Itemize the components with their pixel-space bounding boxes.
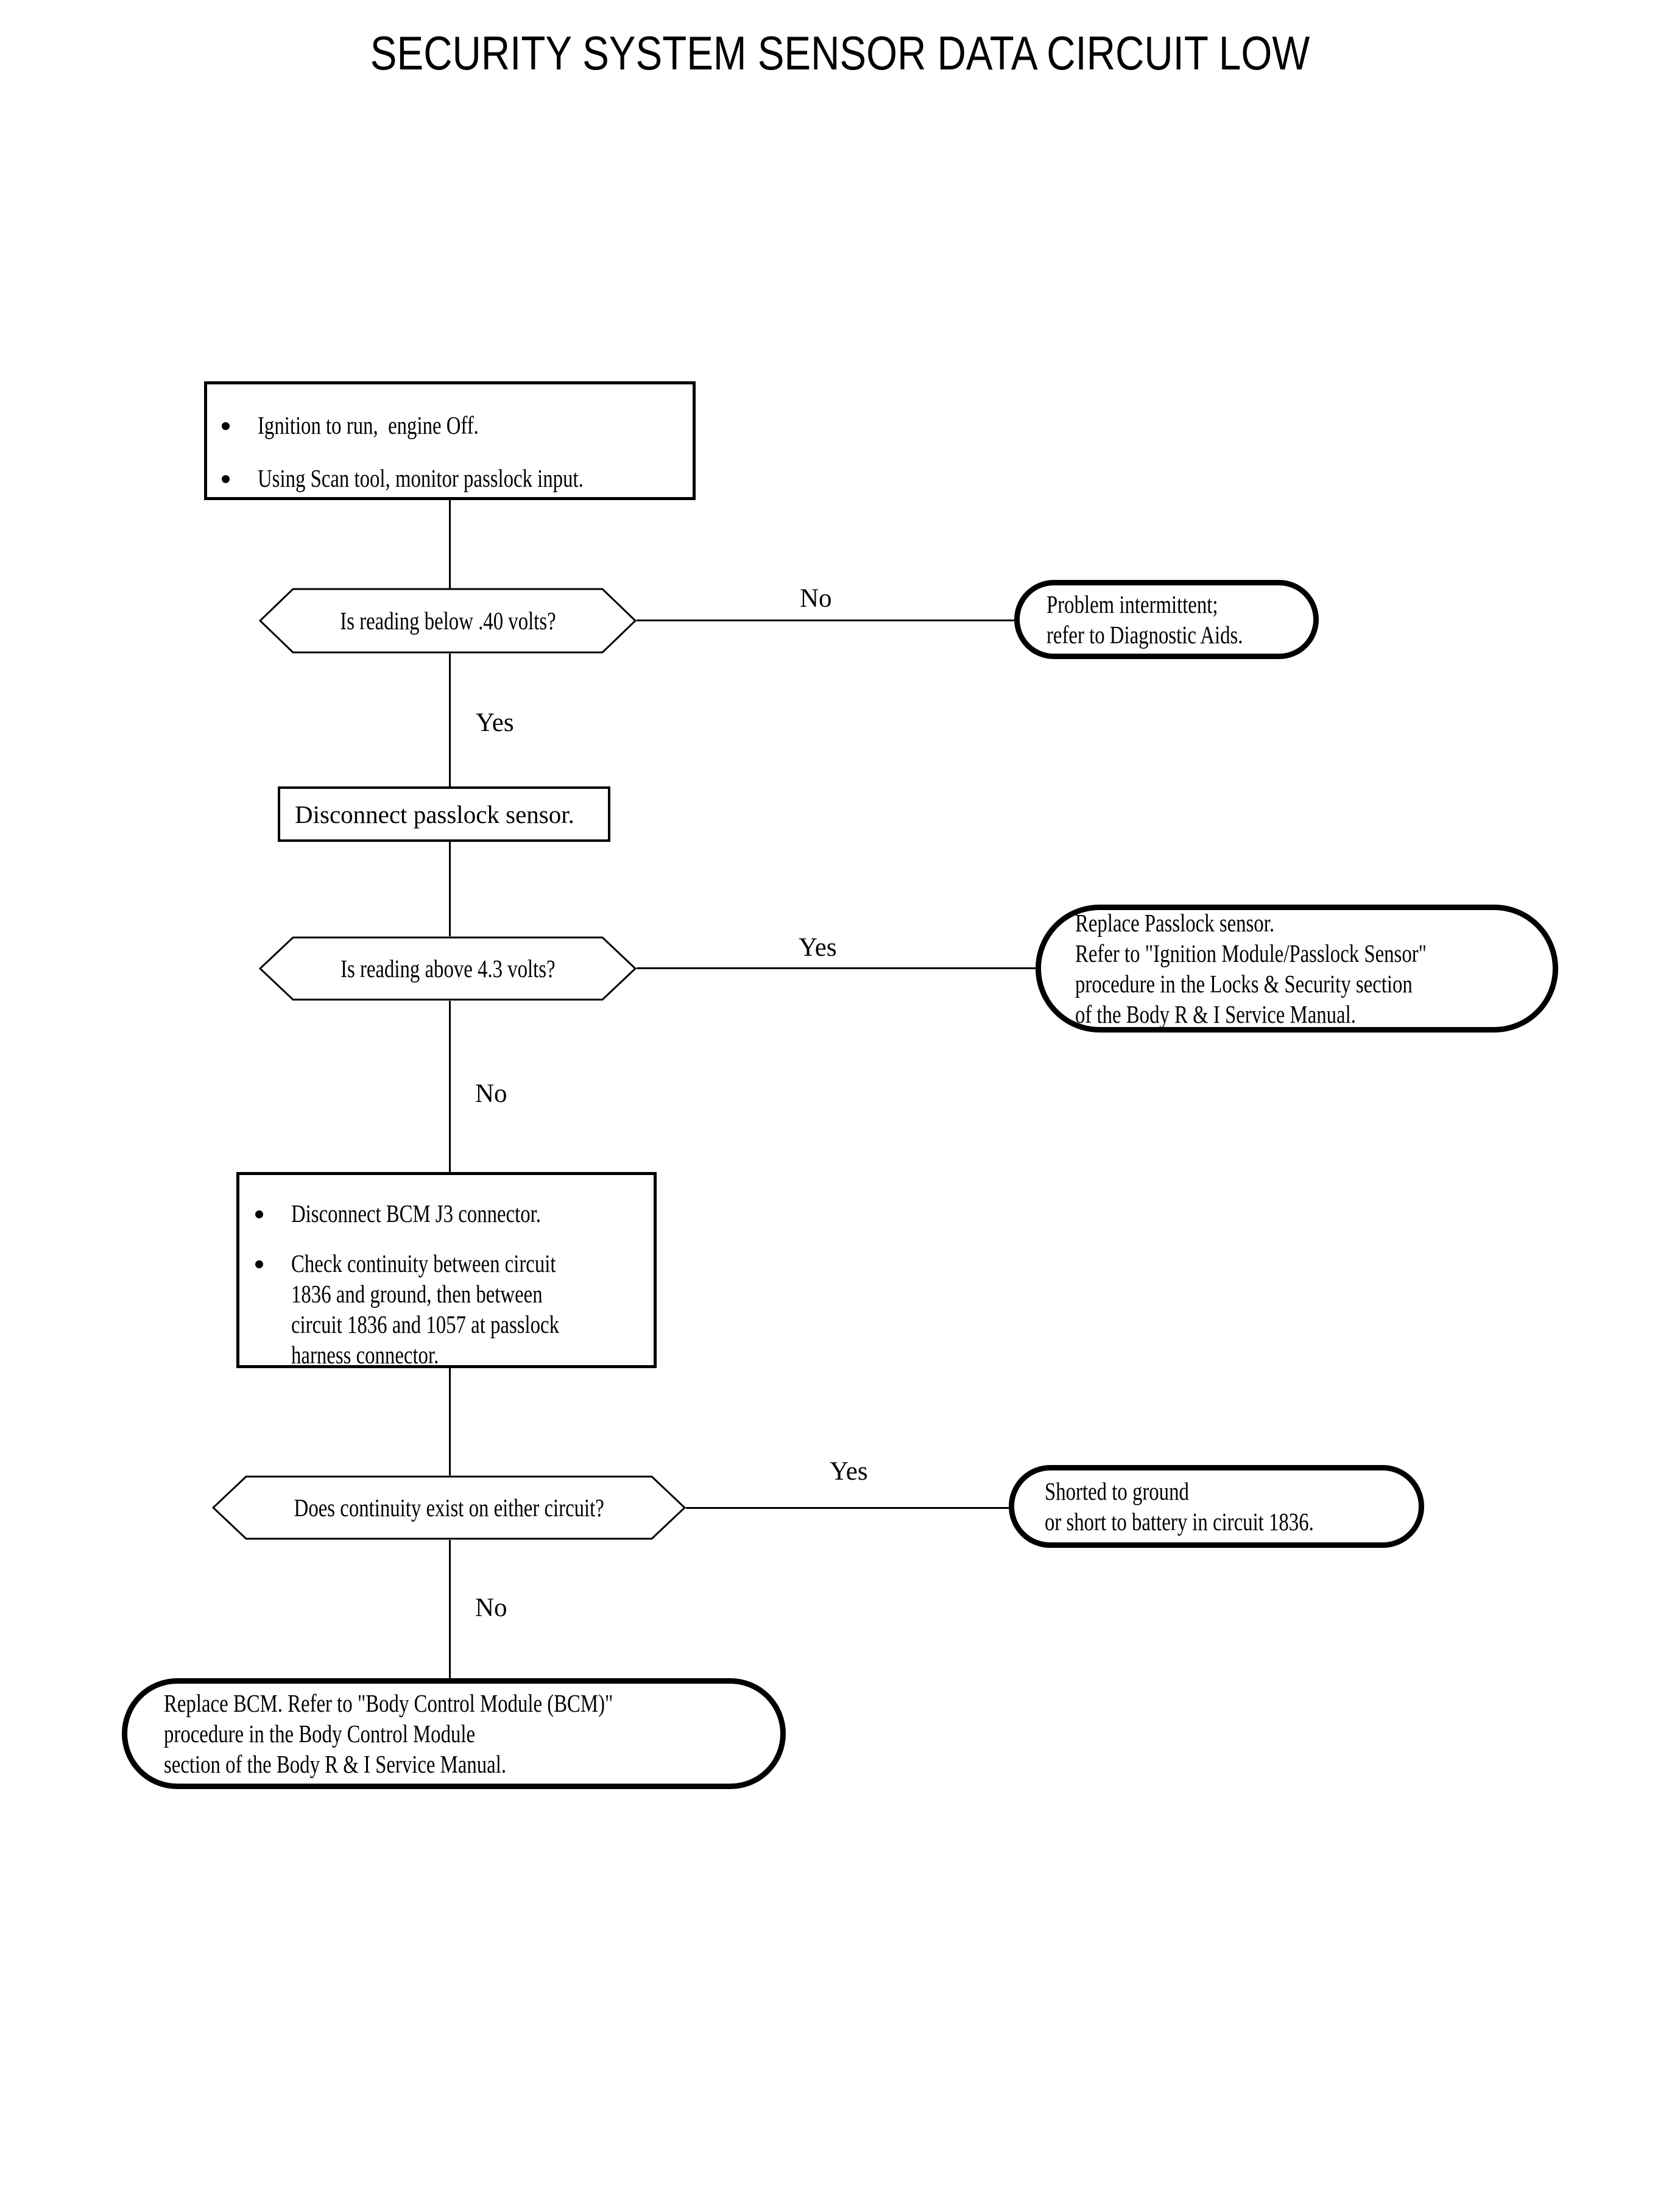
list-item: Check continuity between circuit 1836 an… (255, 1248, 645, 1370)
terminator-line: Shorted to ground (1045, 1477, 1189, 1505)
terminator-line: procedure in the Locks & Security sectio… (1075, 970, 1413, 998)
decision-label: Is reading above 4.3 volts? (340, 955, 556, 983)
connector-step3-to-decision3 (449, 1368, 451, 1475)
connector-decision2-to-terminal2 (637, 967, 1036, 969)
page-title: SECURITY SYSTEM SENSOR DATA CIRCUIT LOW (370, 26, 1310, 80)
edge-label-decision1-no: No (800, 584, 832, 613)
decision-reading-above-43-volts[interactable]: Is reading above 4.3 volts? (259, 936, 637, 1001)
terminator-line: of the Body R & I Service Manual. (1075, 1000, 1356, 1028)
connector-step2-to-decision2 (449, 842, 451, 936)
terminator-text-block: Replace Passlock sensor. Refer to "Ignit… (1075, 908, 1514, 1029)
edge-label-decision1-yes: Yes (476, 708, 514, 737)
terminator-replace-bcm[interactable]: Replace BCM. Refer to "Body Control Modu… (122, 1678, 786, 1789)
process-bullet-text: Ignition to run, engine Off. (258, 411, 479, 439)
terminator-line: or short to battery in circuit 1836. (1045, 1508, 1314, 1536)
process-bullet-text: Check continuity between circuit 1836 an… (291, 1249, 559, 1369)
edge-label-decision2-yes: Yes (799, 933, 837, 962)
connector-step1-to-decision1 (449, 500, 451, 589)
decision-reading-below-040-volts[interactable]: Is reading below .40 volts? (259, 588, 637, 654)
bullet-icon (222, 475, 230, 483)
process-text: Disconnect passlock sensor. (295, 800, 574, 828)
terminator-line: Replace Passlock sensor. (1075, 909, 1275, 937)
bullet-icon (255, 1210, 263, 1218)
list-item: Disconnect BCM J3 connector. (255, 1198, 645, 1229)
connector-decision2-to-step3 (449, 1001, 451, 1172)
terminator-line: Refer to "Ignition Module/Passlock Senso… (1075, 939, 1427, 967)
connector-decision1-to-step2 (449, 654, 451, 786)
list-item: Using Scan tool, monitor passlock input. (222, 463, 685, 493)
edge-label-decision3-yes: Yes (830, 1457, 868, 1486)
terminator-line: refer to Diagnostic Aids. (1046, 621, 1243, 649)
terminator-text-block: Shorted to ground or short to battery in… (1045, 1476, 1381, 1537)
process-bullet-text: Using Scan tool, monitor passlock input. (258, 464, 584, 492)
terminator-shorted-to-ground[interactable]: Shorted to ground or short to battery in… (1009, 1465, 1424, 1548)
decision-label: Does continuity exist on either circuit? (294, 1494, 604, 1522)
process-text-block: Disconnect passlock sensor. (295, 799, 574, 830)
list-item: Ignition to run, engine Off. (222, 410, 685, 440)
terminator-replace-passlock-sensor[interactable]: Replace Passlock sensor. Refer to "Ignit… (1036, 905, 1558, 1033)
edge-label-decision2-no: No (475, 1079, 507, 1108)
process-box-disconnect-passlock-sensor[interactable]: Disconnect passlock sensor. (278, 786, 610, 842)
decision-label: Is reading below .40 volts? (339, 607, 556, 635)
terminator-problem-intermittent[interactable]: Problem intermittent; refer to Diagnosti… (1014, 580, 1319, 659)
process-bullet-text: Disconnect BCM J3 connector. (291, 1199, 541, 1227)
terminator-text-block: Problem intermittent; refer to Diagnosti… (1046, 589, 1292, 650)
bullet-icon (222, 422, 230, 430)
decision-does-continuity-exist[interactable]: Does continuity exist on either circuit? (212, 1475, 686, 1540)
connector-decision3-to-terminal3 (686, 1507, 1009, 1509)
process-box-bcm-continuity-checks[interactable]: Disconnect BCM J3 connector. Check conti… (236, 1172, 657, 1370)
terminator-line: section of the Body R & I Service Manual… (164, 1750, 507, 1778)
connector-decision3-to-terminal4 (449, 1540, 451, 1678)
edge-label-decision3-no: No (475, 1594, 507, 1622)
bullet-icon (255, 1260, 263, 1268)
terminator-text-block: Replace BCM. Refer to "Body Control Modu… (164, 1688, 725, 1779)
terminator-line: procedure in the Body Control Module (164, 1720, 476, 1748)
terminator-line: Replace BCM. Refer to "Body Control Modu… (164, 1689, 613, 1717)
process-box-initial-checks[interactable]: Ignition to run, engine Off. Using Scan … (204, 381, 696, 500)
terminator-line: Problem intermittent; (1046, 590, 1218, 618)
connector-decision1-to-terminal1 (637, 620, 1014, 621)
